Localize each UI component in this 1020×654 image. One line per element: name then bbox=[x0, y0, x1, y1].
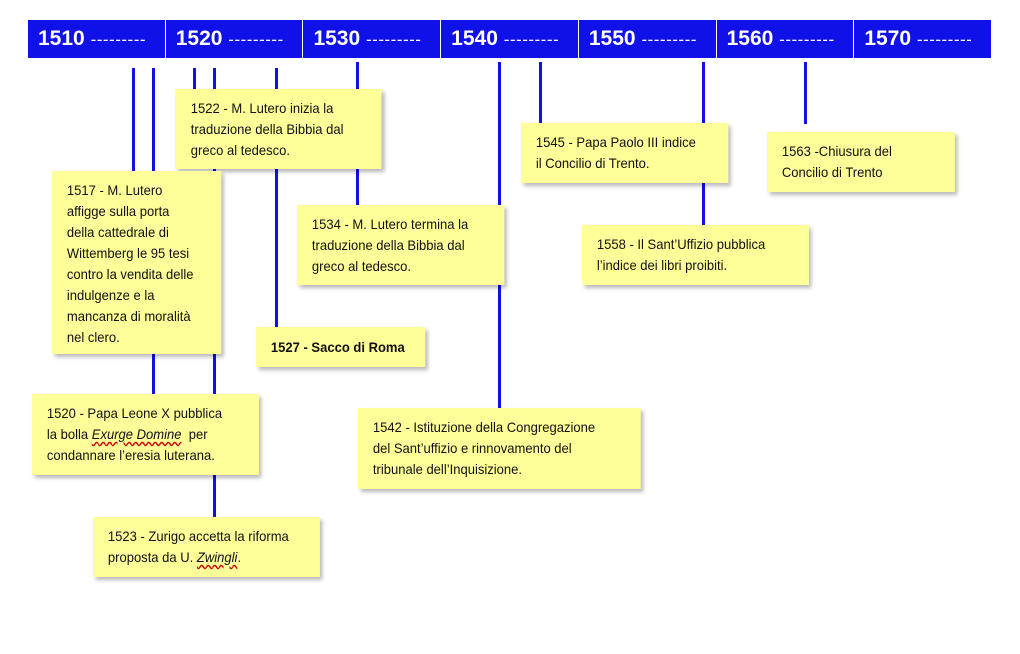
event-text: tribunale dell’Inquisizione. bbox=[372, 461, 522, 477]
decade-bar: 1510 --------- 1520 --------- 1530 -----… bbox=[28, 20, 991, 58]
event-text: 1520 - Papa Leone X pubblica bbox=[46, 405, 223, 421]
event-1534: 1534 - M. Lutero termina la traduzione d… bbox=[297, 205, 505, 285]
event-text: condannare l’eresia luterana. bbox=[46, 447, 215, 463]
event-text: l’indice dei libri proibiti. bbox=[596, 257, 728, 273]
event-text: greco al tedesco. bbox=[311, 258, 412, 274]
event-1563: 1563 -Chiusura del Concilio di Trento bbox=[767, 132, 955, 192]
event-text: indulgenze e la bbox=[66, 287, 155, 303]
decade-1550: 1550 --------- bbox=[579, 20, 717, 58]
event-text: contro la vendita delle bbox=[66, 266, 194, 282]
event-1523: 1523 - Zurigo accetta la riforma propost… bbox=[93, 517, 320, 577]
event-text: Wittemberg le 95 tesi bbox=[66, 245, 190, 261]
event-1542: 1542 - Istituzione della Congregazione d… bbox=[358, 408, 641, 489]
connector-1563 bbox=[804, 62, 807, 124]
event-text: traduzione della Bibbia dal bbox=[311, 237, 465, 253]
event-text: 1558 - Il Sant’Uffizio pubblica bbox=[596, 236, 766, 252]
event-text: 1523 - Zurigo accetta la riforma bbox=[107, 528, 289, 544]
decade-1510: 1510 --------- bbox=[28, 20, 166, 58]
event-text: 1522 - M. Lutero inizia la bbox=[190, 100, 334, 116]
decade-1520: 1520 --------- bbox=[166, 20, 304, 58]
decade-1530: 1530 --------- bbox=[303, 20, 442, 58]
event-text: mancanza di moralità bbox=[66, 308, 191, 324]
event-text: del Sant’uffizio e rinnovamento del bbox=[372, 440, 572, 456]
event-text: Concilio di Trento bbox=[781, 164, 883, 180]
event-text: greco al tedesco. bbox=[190, 142, 290, 158]
decade-1570: 1570 --------- bbox=[864, 27, 973, 50]
event-text: 1534 - M. Lutero termina la bbox=[311, 216, 469, 232]
connector-1545 bbox=[539, 62, 542, 124]
connector-1522 bbox=[193, 68, 196, 90]
event-1558: 1558 - Il Sant’Uffizio pubblica l’indice… bbox=[582, 225, 809, 285]
event-text: affigge sulla porta bbox=[66, 203, 170, 219]
event-text: 1542 - Istituzione della Congregazione bbox=[372, 419, 596, 435]
event-1517: 1517 - M. Lutero affigge sulla porta del… bbox=[52, 171, 222, 354]
event-text: la bolla Exurge Domine per bbox=[46, 426, 208, 442]
event-text: 1563 -Chiusura del bbox=[781, 143, 892, 159]
connector-1527 bbox=[275, 68, 278, 328]
decade-1560: 1560 --------- bbox=[717, 20, 855, 58]
event-text: 1545 - Papa Paolo III indice bbox=[535, 134, 696, 150]
event-text: proposta da U. Zwingli. bbox=[107, 549, 242, 565]
event-text: nel clero. bbox=[66, 329, 120, 345]
connector-1517 bbox=[132, 68, 135, 172]
event-1520: 1520 - Papa Leone X pubblica la bolla Ex… bbox=[32, 394, 259, 475]
decade-1540: 1540 --------- bbox=[441, 20, 579, 58]
event-1545: 1545 - Papa Paolo III indice il Concilio… bbox=[521, 123, 729, 183]
event-text: 1517 - M. Lutero bbox=[66, 182, 163, 198]
event-1522: 1522 - M. Lutero inizia la traduzione de… bbox=[175, 89, 382, 169]
event-1527: 1527 - Sacco di Roma bbox=[256, 327, 426, 367]
event-text: il Concilio di Trento. bbox=[535, 155, 650, 171]
event-text: traduzione della Bibbia dal bbox=[190, 121, 344, 137]
event-text: della cattedrale di bbox=[66, 224, 169, 240]
event-text: 1527 - Sacco di Roma bbox=[270, 339, 405, 355]
